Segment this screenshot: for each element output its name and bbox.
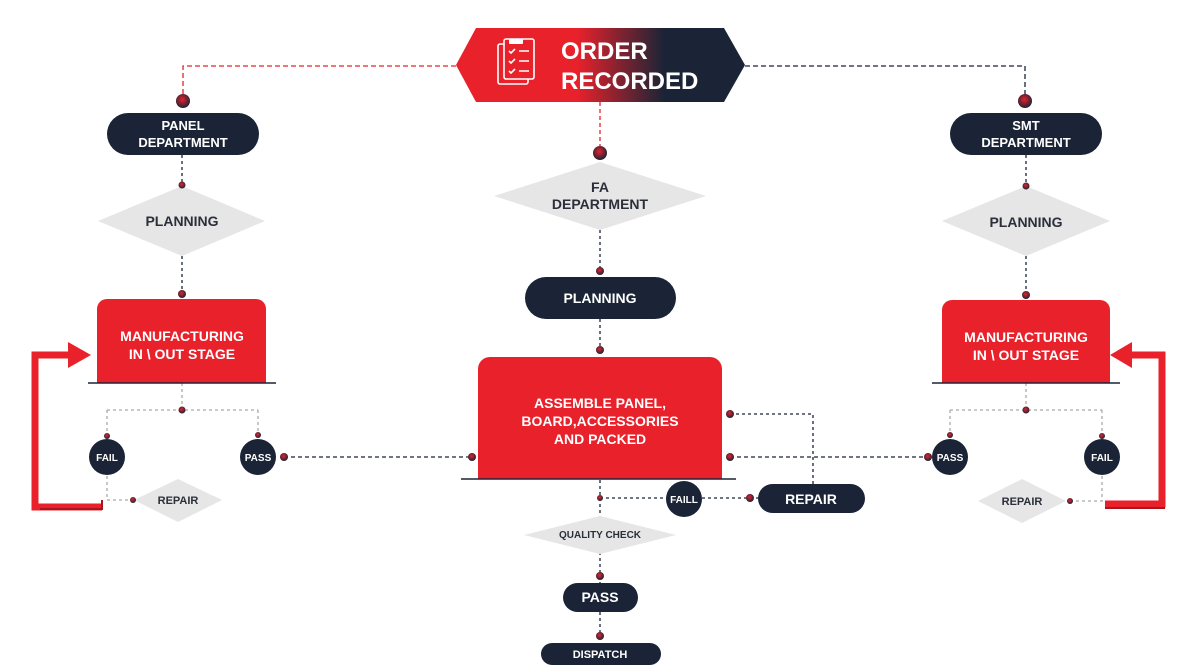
fa-dispatch-label: DISPATCH [573, 649, 628, 661]
smt-pass-circle [932, 439, 968, 475]
smt-department-box [950, 113, 1102, 155]
fa-faill-label: FAILL [670, 495, 698, 506]
smt-department-column: SMT DEPARTMENT PLANNING MANUFACTURING IN… [932, 113, 1166, 523]
panel-department-column: PANEL DEPARTMENT PLANNING MANUFACTURING … [31, 113, 276, 522]
panel-repair-diamond [134, 479, 222, 522]
panel-dept-line1: PANEL [161, 118, 204, 133]
smt-mfg-line1: MANUFACTURING [964, 329, 1088, 345]
smt-repair-label: REPAIR [1002, 496, 1043, 508]
fa-quality-check-diamond [524, 516, 676, 554]
smt-fail-circle [1084, 439, 1120, 475]
smt-rework-loop-arrow [1105, 342, 1166, 509]
order-recorded-header: ORDER RECORDED [456, 28, 745, 102]
smt-pass-label: PASS [937, 453, 964, 464]
fa-planning-label: PLANNING [563, 290, 636, 306]
smt-mfg-line2: IN \ OUT STAGE [973, 347, 1079, 363]
fa-repair-box [758, 484, 865, 513]
fa-planning-box [525, 277, 676, 319]
fa-faill-circle [666, 481, 702, 517]
fa-department-column: FA DEPARTMENT PLANNING ASSEMBLE PANEL, B… [461, 162, 865, 665]
connector-fa-repair-loop [730, 413, 814, 484]
panel-mfg-line2: IN \ OUT STAGE [129, 346, 235, 362]
panel-repair-label: REPAIR [158, 495, 199, 507]
fa-pass-box [563, 583, 638, 612]
fa-dept-line2: DEPARTMENT [552, 196, 649, 212]
panel-planning-diamond [98, 186, 265, 256]
connectors [106, 65, 1103, 642]
panel-dept-line2: DEPARTMENT [138, 135, 227, 150]
panel-mfg-line1: MANUFACTURING [120, 328, 244, 344]
connector-panel-fail-repair [106, 476, 136, 501]
panel-fail-circle [89, 439, 125, 475]
panel-pass-label: PASS [245, 453, 272, 464]
connector-header-smt [745, 65, 1026, 100]
fa-assemble-line2: BOARD,ACCESSORIES [521, 413, 678, 429]
smt-repair-diamond [978, 479, 1066, 523]
panel-planning-label: PLANNING [145, 213, 218, 229]
fa-repair-label: REPAIR [785, 491, 837, 507]
fa-assemble-line1: ASSEMBLE PANEL, [534, 395, 666, 411]
header-title-line1: ORDER [561, 38, 648, 65]
fa-pass-label: PASS [581, 589, 618, 605]
connector-dots [104, 94, 1105, 640]
fa-dispatch-box [541, 643, 661, 665]
panel-department-box [107, 113, 259, 155]
clipboard-checklist-icon [497, 38, 535, 85]
fa-dept-line1: FA [591, 179, 609, 195]
fa-assemble-line3: AND PACKED [554, 431, 646, 447]
connector-smt-fail-repair [1070, 476, 1103, 502]
panel-pass-circle [240, 439, 276, 475]
fa-department-diamond [494, 162, 706, 230]
smt-dept-line2: DEPARTMENT [981, 135, 1070, 150]
smt-planning-label: PLANNING [989, 214, 1062, 230]
fa-quality-check-label: QUALITY CHECK [559, 530, 642, 541]
connector-header-panel [182, 65, 456, 100]
panel-fail-label: FAIL [96, 453, 118, 464]
smt-dept-line1: SMT [1012, 118, 1040, 133]
smt-planning-diamond [942, 186, 1110, 256]
smt-fail-label: FAIL [1091, 453, 1113, 464]
panel-rework-loop-arrow [31, 342, 103, 511]
header-title-line2: RECORDED [561, 68, 698, 95]
